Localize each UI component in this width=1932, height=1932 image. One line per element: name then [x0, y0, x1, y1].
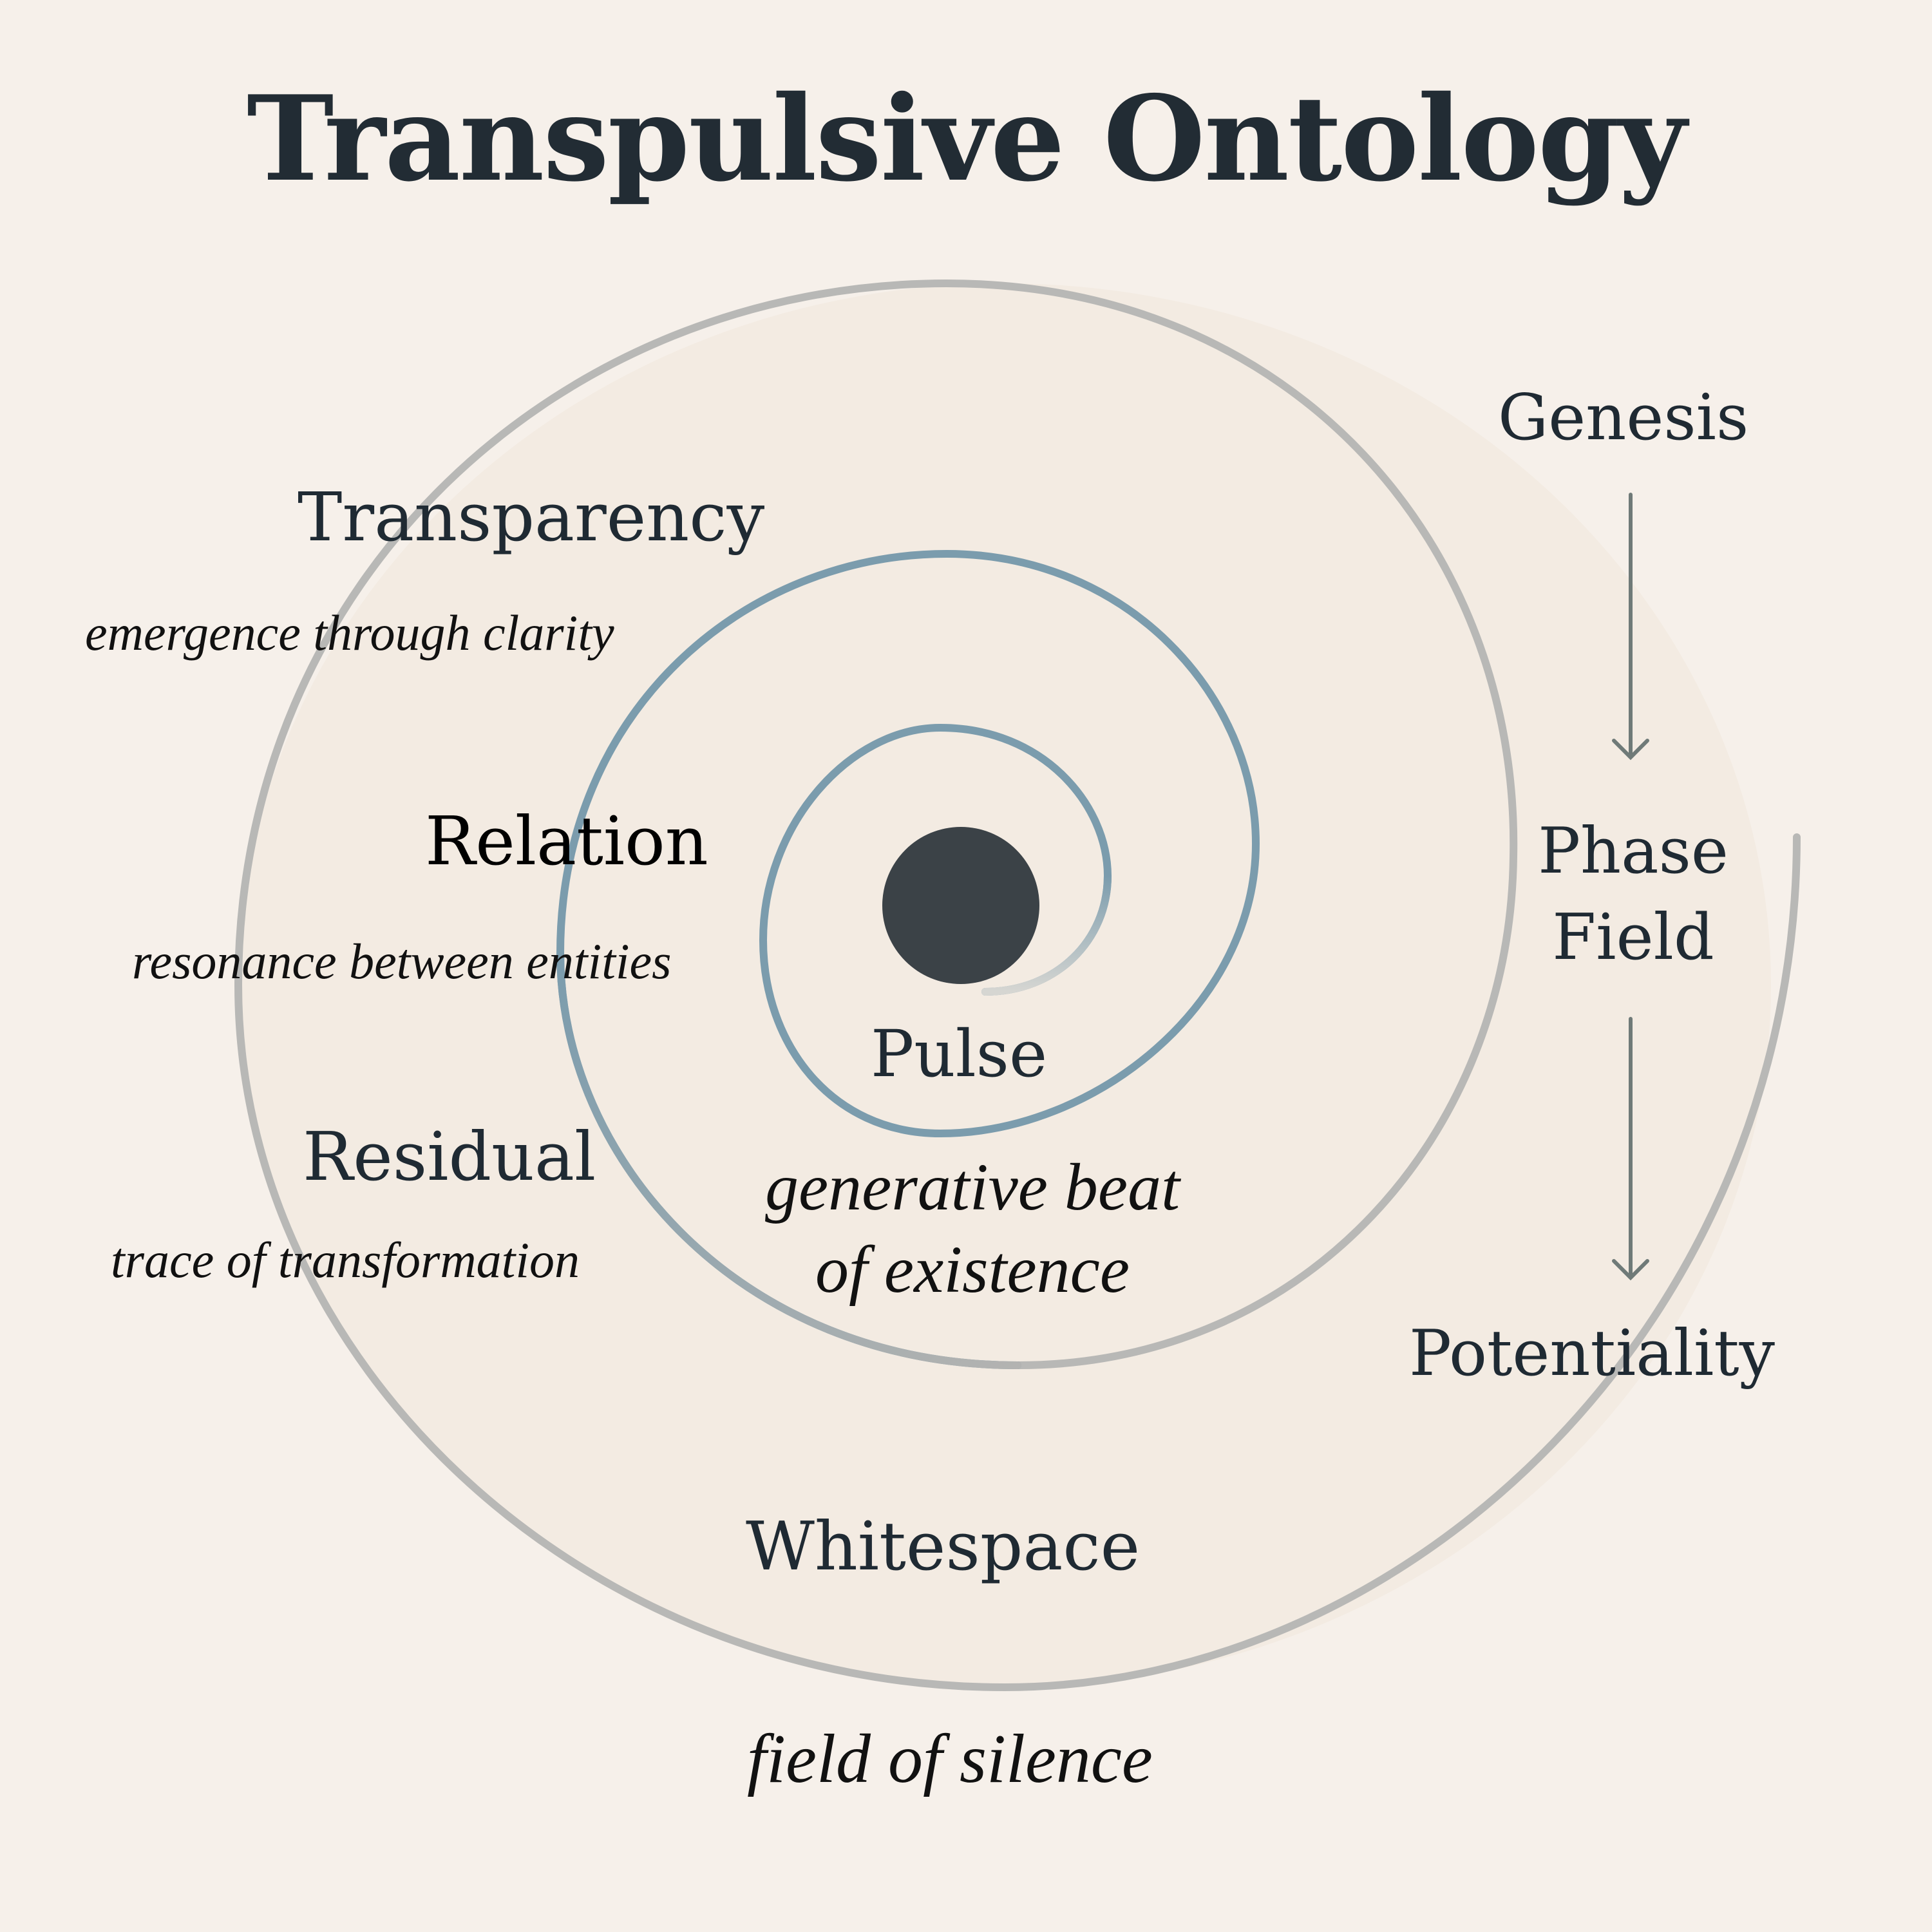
node-pulse-description-line2: of existence	[815, 1233, 1130, 1307]
spiral-outer-arc	[234, 279, 1801, 1692]
flow-step-potentiality: Potentiality	[1409, 1317, 1776, 1390]
node-residual-label: Residual	[303, 1117, 596, 1196]
flow-step-phase-field-line1: Phase	[1538, 815, 1728, 888]
arrow-down-icon	[1612, 493, 1649, 761]
node-whitespace-label: Whitespace	[746, 1507, 1141, 1586]
node-pulse-description: generative beat of existence	[728, 1146, 1217, 1311]
outer-field	[238, 283, 1771, 1687]
node-relation-description: resonance between entities	[132, 933, 672, 989]
node-relation-label: Relation	[425, 802, 708, 880]
node-residual-description: trace of transformation	[111, 1232, 580, 1288]
node-pulse-label: Pulse	[871, 1016, 1048, 1092]
flow-step-genesis: Genesis	[1498, 381, 1749, 455]
flow-step-phase-field-line2: Field	[1552, 901, 1714, 974]
node-transparency-label: Transparency	[298, 478, 765, 556]
node-whitespace-description: field of silence	[747, 1721, 1153, 1797]
arrow-down-icon	[1612, 1017, 1649, 1281]
flow-step-phase-field: Phase Field	[1501, 808, 1766, 981]
node-transparency-description: emergence through clarity	[85, 605, 614, 661]
page-title: Transpulsive Ontology	[247, 70, 1687, 207]
filled-circle-core-icon	[882, 827, 1039, 984]
node-pulse-description-line1: generative beat	[765, 1150, 1180, 1224]
